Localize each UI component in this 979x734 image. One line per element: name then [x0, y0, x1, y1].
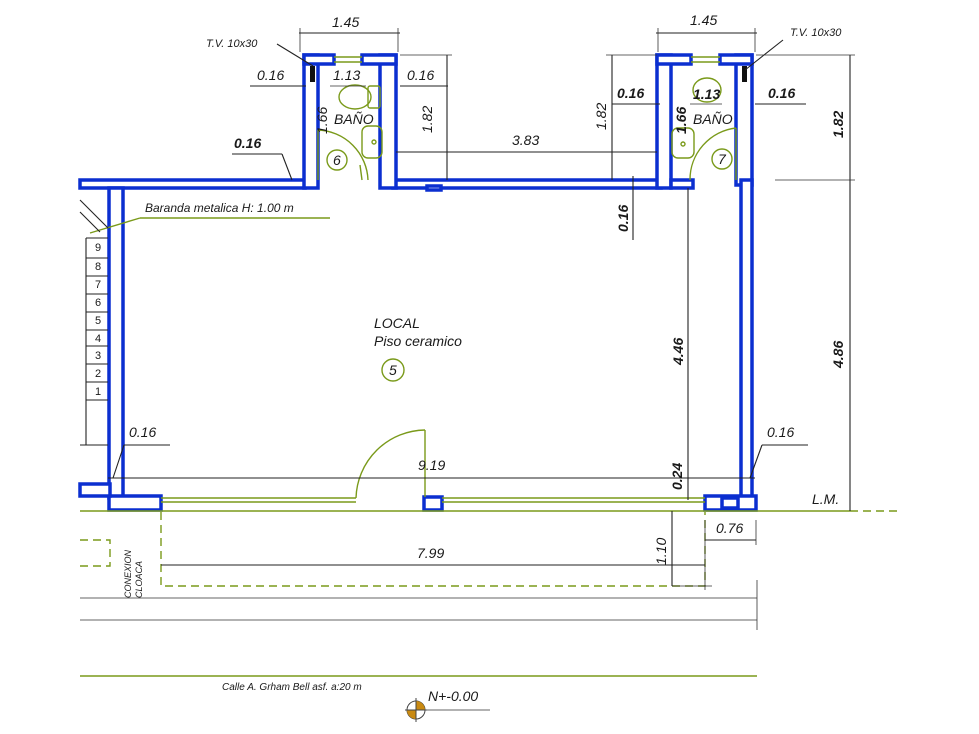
- wall-front: [107, 494, 163, 512]
- street-label: Calle A. Grham Bell asf. a:20 m: [222, 682, 362, 693]
- stair-num-9: 9: [95, 242, 101, 254]
- dim-small-width: 0.76: [716, 520, 743, 536]
- dim-local-height: 4.46: [670, 338, 686, 366]
- toilet-7: [692, 77, 722, 103]
- bath6-number: 6: [333, 152, 341, 168]
- stair-num-8: 8: [95, 261, 101, 273]
- local-name: LOCAL: [374, 315, 420, 331]
- wall-bath6-top-l: [302, 53, 336, 66]
- dim-016-d: 0.16: [617, 85, 644, 101]
- railing-label: Baranda metalica H: 1.00 m: [145, 201, 294, 215]
- dim-016-g: 0.16: [129, 424, 156, 440]
- dim-bath7-width: 1.45: [690, 12, 717, 28]
- column-front: [422, 495, 444, 512]
- bath6-name: BAÑO: [334, 111, 374, 127]
- sewer-label-2: CLOACA: [134, 561, 144, 598]
- dimension-labels: 1.45 1.45 T.V. 10x30 T.V. 10x30 0.16 1.1…: [129, 12, 846, 565]
- sewer-label-1: CONEXION: [123, 549, 133, 598]
- dimension-lines: [80, 28, 855, 711]
- sink-7: [671, 127, 695, 159]
- vent-left: [310, 66, 315, 82]
- room-labels: BAÑO 6 BAÑO 7 LOCAL Piso ceramico 5 Bara…: [123, 111, 839, 704]
- walls: [78, 53, 758, 512]
- stair-num-4: 4: [95, 333, 101, 345]
- dim-right-height-top: 1.82: [830, 111, 846, 138]
- wall-bath7-left: [655, 53, 673, 190]
- wall-front-right-inner: [720, 496, 740, 510]
- wall-bath6-top-r: [360, 53, 398, 66]
- dim-sill: 0.24: [669, 463, 685, 490]
- wall-right: [739, 178, 754, 502]
- wall-bath7-bottom: [669, 178, 695, 190]
- stair-num-2: 2: [95, 368, 101, 380]
- sewer-outline: [80, 539, 111, 567]
- dim-bath7-inner: 1.13: [693, 86, 720, 102]
- dim-right-height-main: 4.86: [830, 341, 846, 369]
- level-marker-icon: [405, 698, 427, 722]
- dim-local-width: 9.19: [418, 457, 445, 473]
- bath6-circle: [326, 149, 348, 171]
- stair-num-6: 6: [95, 297, 101, 309]
- dim-gap-height: 1.82: [593, 103, 609, 130]
- dim-tv-right: T.V. 10x30: [790, 27, 842, 39]
- dim-bath6-height: 1.82: [419, 106, 435, 133]
- dim-front-width: 7.99: [417, 545, 444, 561]
- dim-016-c: 0.16: [234, 135, 261, 151]
- dim-tv-left: T.V. 10x30: [206, 38, 258, 50]
- local-floor: Piso ceramico: [374, 333, 462, 349]
- front-door-swing: [355, 429, 426, 499]
- local-circle: [381, 358, 405, 382]
- stair-num-5: 5: [95, 315, 101, 327]
- bath7-name: BAÑO: [693, 111, 733, 127]
- stair-num-3: 3: [95, 350, 101, 362]
- dim-bath6-width: 1.45: [332, 14, 359, 30]
- vent-right: [742, 66, 747, 82]
- toilet-6: [338, 84, 372, 110]
- bath7-circle: [711, 148, 733, 170]
- dim-016-a: 0.16: [257, 67, 284, 83]
- dim-016-f: 0.16: [615, 205, 631, 232]
- dim-bath7-depth: 1.66: [673, 107, 689, 134]
- dim-016-h: 0.16: [767, 424, 794, 440]
- local-number: 5: [389, 362, 397, 378]
- stair-num-7: 7: [95, 279, 101, 291]
- wall-bath6-right: [378, 53, 398, 190]
- dim-front-depth: 1.10: [653, 538, 669, 565]
- dim-bath6-depth: 1.66: [314, 107, 330, 134]
- fixtures: [80, 56, 900, 677]
- stairs: 9 8 7 6 5 4 3 2 1: [79, 199, 109, 446]
- sink-6: [361, 125, 383, 159]
- wall-bath7-top-l: [655, 53, 693, 66]
- dim-016-b: 0.16: [407, 67, 434, 83]
- dim-bath6-inner: 1.13: [333, 67, 360, 83]
- wall-left: [107, 186, 125, 500]
- wall-bath7-top-r: [718, 53, 754, 66]
- dim-016-e: 0.16: [768, 85, 795, 101]
- dim-gap-width: 3.83: [512, 132, 539, 148]
- jamb-mark: [425, 184, 443, 192]
- bath7-number: 7: [718, 151, 727, 167]
- wall-front-left-stub: [78, 482, 112, 498]
- stair-num-1: 1: [95, 386, 101, 398]
- level-label: N+-0.00: [428, 688, 478, 704]
- lm-label: L.M.: [812, 491, 839, 507]
